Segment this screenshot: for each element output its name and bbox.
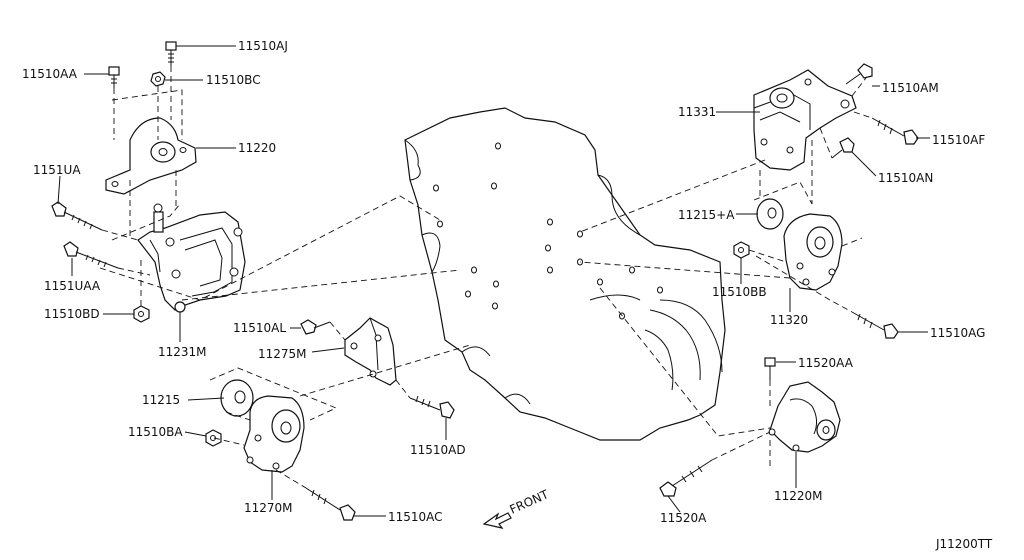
label-11220[interactable]: 11220: [238, 141, 276, 155]
bolt-1151UAA: [63, 241, 119, 269]
label-11331[interactable]: 11331: [678, 105, 716, 119]
label-11510AN[interactable]: 11510AN: [878, 171, 933, 185]
mount-11270M: [220, 379, 305, 473]
label-11215-a[interactable]: 11215+A: [678, 208, 735, 222]
nut-11510BA: [205, 429, 222, 447]
bolt-11510AG: [851, 311, 899, 339]
front-label: FRONT: [508, 487, 552, 517]
front-arrow: [482, 512, 512, 529]
label-11520A[interactable]: 11520A: [660, 511, 707, 525]
engine-block: [404, 107, 726, 441]
label-11510AG[interactable]: 11510AG: [930, 326, 985, 340]
label-11510BC[interactable]: 11510BC: [206, 73, 261, 87]
guide-lines: [99, 66, 873, 489]
label-11215[interactable]: 11215: [142, 393, 180, 407]
bolt-11510AA: [108, 66, 120, 88]
label-11520AA[interactable]: 11520AA: [798, 356, 854, 370]
bolt-1151UA: [51, 201, 103, 231]
label-11510BA[interactable]: 11510BA: [128, 425, 183, 439]
label-11510AA[interactable]: 11510AA: [22, 67, 78, 81]
label-1151UA[interactable]: 1151UA: [33, 163, 81, 177]
bolt-11510AM: [845, 63, 873, 85]
label-11510BB[interactable]: 11510BB: [712, 285, 767, 299]
mount-11220: [105, 117, 197, 195]
label-11231M[interactable]: 11231M: [158, 345, 207, 359]
label-1151UAA[interactable]: 1151UAA: [44, 279, 101, 293]
bolt-11510AL: [300, 319, 331, 335]
label-11510AL[interactable]: 11510AL: [233, 321, 286, 335]
bolt-11520A: [659, 459, 713, 497]
bracket-11275M: [344, 317, 397, 386]
label-11510AC[interactable]: 11510AC: [388, 510, 443, 524]
label-11270M[interactable]: 11270M: [244, 501, 293, 515]
label-11510AM[interactable]: 11510AM: [882, 81, 939, 95]
label-11510BD[interactable]: 11510BD: [44, 307, 100, 321]
nut-11510BC: [150, 71, 166, 87]
bolt-11510AC: [305, 487, 356, 521]
mount-11320: [756, 198, 843, 291]
bolt-11510AN: [831, 137, 855, 159]
bracket-11231M: [137, 203, 246, 313]
bolt-11510AF: [871, 117, 919, 145]
bracket-11331: [753, 69, 857, 171]
label-11320[interactable]: 11320: [770, 313, 808, 327]
label-11220M[interactable]: 11220M: [774, 489, 823, 503]
label-11510AD[interactable]: 11510AD: [410, 443, 466, 457]
mount-11220M: [768, 381, 841, 453]
bolt-11520AA: [764, 357, 776, 380]
label-11510AF[interactable]: 11510AF: [932, 133, 985, 147]
leader-lines: [57, 45, 930, 517]
bolt-11510AD: [409, 395, 455, 419]
nut-11510BD: [133, 305, 150, 323]
label-11510AJ[interactable]: 11510AJ: [238, 39, 288, 53]
diagram-code: J11200TT: [935, 537, 993, 551]
bolt-11510AJ: [165, 41, 177, 66]
nut-11510BB: [733, 241, 750, 259]
label-11275M[interactable]: 11275M: [258, 347, 307, 361]
